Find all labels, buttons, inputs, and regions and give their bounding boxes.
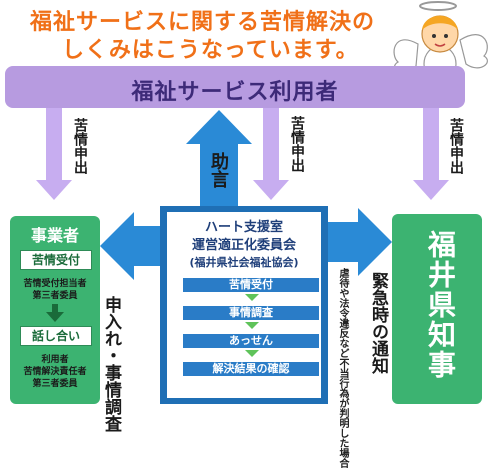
discussion-party-3: 第三者委員 <box>32 379 78 389</box>
complaint-label-mid: 苦情申出 <box>289 116 305 172</box>
committee-step-2: 事情調査 <box>183 306 319 320</box>
committee-box: ハート支援室 運営適正化委員会 (福井県社会福祉協会) 苦情受付 事情調査 あっ… <box>160 206 328 404</box>
emergency-arrow <box>328 208 392 276</box>
committee-name-2: 運営適正化委員会 <box>191 238 296 253</box>
committee-inner: ハート支援室 運営適正化委員会 (福井県社会福祉協会) 苦情受付 事情調査 あっ… <box>167 212 321 398</box>
step-arrow-icon <box>245 294 259 301</box>
committee-step-3: あっせん <box>183 334 319 348</box>
down-arrow-icon <box>46 304 64 322</box>
arrows-layer <box>36 108 449 280</box>
prefecture-label: 福井県知事 <box>424 230 457 380</box>
users-bar: 福祉サービス利用者 <box>5 66 465 108</box>
operator-discussion: 話し合い <box>20 326 92 346</box>
reception-staff-1: 苦情受付担当者 <box>23 279 87 289</box>
step-arrow-icon <box>245 350 259 357</box>
operator-title: 事業者 <box>30 226 79 245</box>
reception-staff-2: 第三者委員 <box>32 291 78 301</box>
complaint-arrow-left <box>36 108 72 200</box>
committee-name-1: ハート支援室 <box>204 220 283 235</box>
operator-box: 事業者 苦情受付 苦情受付担当者 第三者委員 話し合い 利用者 苦情解決責任者 … <box>10 216 100 404</box>
users-bar-label: 福祉サービス利用者 <box>131 80 339 105</box>
prefecture-box: 福井県知事 <box>392 214 482 404</box>
advice-arrow <box>186 110 252 206</box>
advice-label: 助言 <box>208 152 229 188</box>
emergency-label: 緊急時の通知 <box>368 272 388 374</box>
diagram-root: 福祉サービスに関する苦情解決の しくみはこうなっています。 福祉サービス利用者 … <box>5 1 488 468</box>
complaint-label-left: 苦情申出 <box>72 118 88 174</box>
investigation-arrow <box>100 212 160 280</box>
title-line-2: しくみはこうなっています。 <box>62 38 359 63</box>
complaint-arrow-right <box>413 108 449 200</box>
operator-reception: 苦情受付 <box>20 250 92 270</box>
complaint-label-right: 苦情申出 <box>448 118 464 174</box>
committee-step-4: 解決結果の確認 <box>183 362 319 376</box>
title-line-1: 福祉サービスに関する苦情解決の <box>30 10 376 35</box>
committee-org: (福井県社会福祉協会) <box>189 256 299 269</box>
emergency-note: 虐待や法令違反など不当行為が判明した場合 <box>337 268 348 468</box>
step-arrow-icon <box>245 322 259 329</box>
discussion-party-1: 利用者 <box>41 355 69 365</box>
investigation-label: 申入れ・事情調査 <box>101 296 121 432</box>
committee-step-1: 苦情受付 <box>183 278 319 292</box>
complaint-arrow-mid <box>253 108 289 200</box>
discussion-party-2: 苦情解決責任者 <box>23 367 87 377</box>
